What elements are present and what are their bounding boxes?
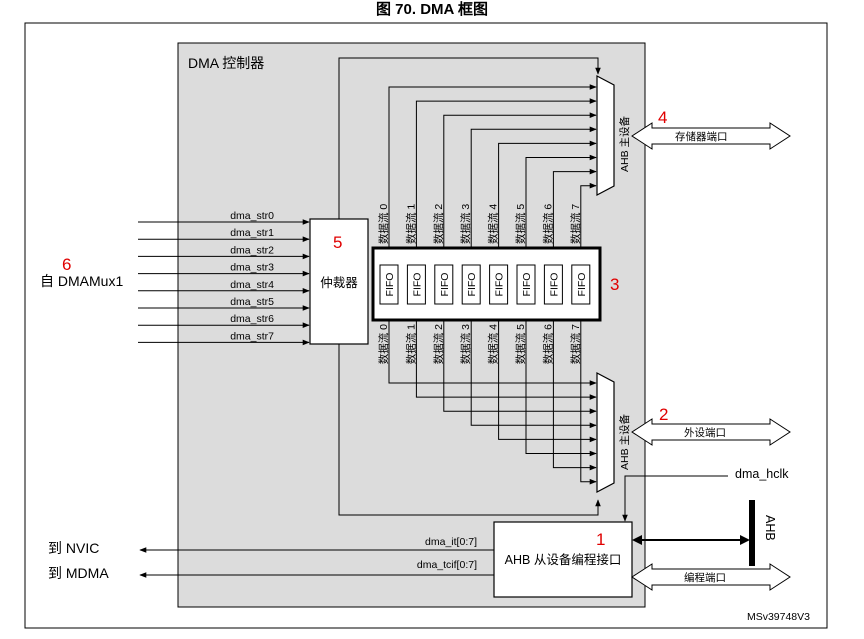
- programming-port-label: 编程端口: [684, 571, 726, 584]
- fifo-label: FIFO: [466, 273, 478, 297]
- stream-line-bottom: [388, 320, 597, 386]
- request-signal-label: dma_str2: [230, 244, 274, 256]
- stream-label-top: 数据流 3: [459, 204, 472, 244]
- fifo-cell: [434, 264, 454, 305]
- stream-line-top: [388, 84, 597, 248]
- fifo-label: FIFO: [494, 273, 506, 297]
- peripheral-port-arrow: [631, 418, 791, 446]
- ahb-master-bottom-label: AHB 主设备: [618, 413, 631, 470]
- memory-port-arrow: [631, 122, 791, 150]
- fifo-cell: [489, 264, 509, 305]
- stream-label-bottom: 数据流 2: [432, 324, 445, 364]
- stream-label-top: 数据流 1: [404, 204, 417, 244]
- fifo-cell: [406, 264, 426, 305]
- stream-label-bottom: 数据流 0: [377, 324, 390, 364]
- callout-fifo: 3: [610, 275, 619, 294]
- ahb-master-top: [596, 75, 615, 196]
- slave-to-bus-arrowhead-left: [632, 535, 642, 545]
- arbiter-to-bottom-master-line: [338, 344, 601, 516]
- fifo-cell: [379, 264, 399, 305]
- stream-label-top: 数据流 2: [432, 204, 445, 244]
- dmamux-source-label: 自 DMAMux1: [40, 273, 123, 289]
- stream-line-bottom: [443, 320, 597, 415]
- fifo-label: FIFO: [521, 273, 533, 297]
- fifo-cell: [543, 264, 563, 305]
- stream-line-top: [470, 126, 597, 248]
- stream-label-top: 数据流 4: [487, 204, 500, 244]
- fifo-label: FIFO: [384, 273, 396, 297]
- stream-label-bottom: 数据流 3: [459, 324, 472, 364]
- callout-dmamux: 6: [62, 255, 71, 274]
- fifo-cell: [516, 264, 536, 305]
- arbiter-to-top-master-line: [338, 57, 601, 219]
- peripheral-port-label: 外设端口: [684, 426, 726, 439]
- fifo-cell: [461, 264, 481, 305]
- request-signal-label: dma_str1: [230, 227, 274, 239]
- stream-line-top: [415, 98, 597, 248]
- fifo-cells: FIFO FIFO FIFO FIFO FIFO FIFO FIFO FIFO: [379, 264, 591, 305]
- ahb-master-bottom: [596, 372, 615, 493]
- ahb-slave-label: AHB 从设备编程接口: [505, 552, 622, 567]
- stream-line-bottom: [498, 320, 597, 443]
- fifo-label: FIFO: [439, 273, 451, 297]
- arbiter-label: 仲裁器: [320, 275, 358, 290]
- programming-port-arrow: [631, 563, 791, 591]
- stream-line-bottom: [525, 320, 597, 457]
- request-signal-label: dma_str4: [230, 279, 274, 291]
- figure-title: 图 70. DMA 框图: [376, 1, 488, 18]
- stream-line-top: [580, 182, 597, 248]
- callout-memory-port: 4: [658, 108, 667, 127]
- stream-line-top: [525, 154, 597, 248]
- request-signal-label: dma_str3: [230, 262, 274, 274]
- stream-line-bottom: [580, 320, 597, 485]
- arbiter-block: [309, 218, 369, 345]
- request-signal-label: dma_str7: [230, 330, 274, 342]
- fifo-label: FIFO: [548, 273, 560, 297]
- stream-label-top: 数据流 6: [541, 204, 554, 244]
- callout-arbiter: 5: [333, 233, 342, 252]
- stream-label-top: 数据流 0: [377, 204, 390, 244]
- stream-line-bottom: [552, 320, 597, 471]
- stream-label-bottom: 数据流 6: [541, 324, 554, 364]
- stream-labels: 数据流 0 数据流 0 数据流 1 数据流 1 数据流 2 数据流 2 数据流 3 数据流 3…: [377, 204, 582, 365]
- slave-to-bus-arrowhead-right: [740, 535, 750, 545]
- stream-lines: [388, 84, 597, 485]
- callout-peripheral-port: 2: [659, 405, 668, 424]
- stream-label-bottom: 数据流 4: [487, 324, 500, 364]
- dma-controller-title: DMA 控制器: [188, 55, 264, 71]
- nvic-target-label: 到 NVIC: [48, 540, 99, 556]
- clock-label: dma_hclk: [735, 467, 789, 481]
- stream-line-top: [498, 140, 597, 248]
- request-signal-label: dma_str5: [230, 296, 274, 308]
- stream-label-bottom: 数据流 1: [404, 324, 417, 364]
- mdma-target-label: 到 MDMA: [48, 565, 109, 581]
- request-signal-label: dma_str0: [230, 210, 274, 222]
- stream-line-bottom: [415, 320, 597, 400]
- memory-port-label: 存储器端口: [675, 130, 728, 143]
- callout-slave: 1: [596, 530, 605, 549]
- stream-label-bottom: 数据流 7: [569, 324, 582, 364]
- reference-id: MSv39748V3: [747, 611, 810, 623]
- dma-tcif-signal-label: dma_tcif[0:7]: [417, 559, 477, 571]
- fifo-label: FIFO: [576, 273, 588, 297]
- stream-line-bottom: [470, 320, 597, 429]
- stream-line-top: [552, 168, 597, 248]
- request-signal-label: dma_str6: [230, 313, 274, 325]
- stream-label-bottom: 数据流 5: [514, 324, 527, 364]
- clock-line: [622, 475, 728, 522]
- stream-label-top: 数据流 7: [569, 204, 582, 244]
- dma-it-signal-label: dma_it[0:7]: [425, 536, 477, 548]
- ahb-bus-label: AHB: [763, 515, 777, 541]
- ahb-slave-block: [493, 521, 633, 598]
- fifo-cell: [571, 264, 591, 305]
- ahb-master-top-label: AHB 主设备: [618, 115, 631, 172]
- fifo-label: FIFO: [411, 273, 423, 297]
- stream-label-top: 数据流 5: [514, 204, 527, 244]
- stream-line-top: [443, 112, 597, 248]
- request-lines: dma_str0 dma_str1 dma_str2 dma_str3 dma_str4…: [138, 210, 310, 346]
